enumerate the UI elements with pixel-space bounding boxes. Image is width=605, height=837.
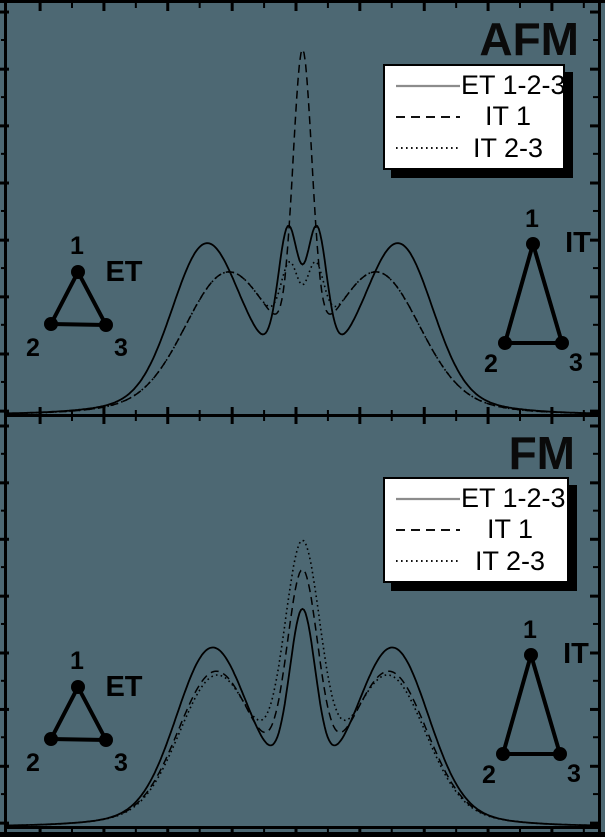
node-label-1: 1 [70, 232, 84, 260]
legend-entry-et123: ET 1-2-3 [395, 70, 566, 101]
legend-label: IT 1 [484, 101, 532, 132]
node-label-3: 3 [114, 334, 128, 362]
legend-line-dotted-icon [396, 560, 460, 563]
curves-afm [7, 47, 598, 414]
diagram-label-et: ET [105, 671, 142, 703]
legend-line-dashed-icon [396, 115, 460, 118]
legend-afm: ET 1-2-3 IT 1 IT 2-3 [383, 64, 566, 170]
node-label-2: 2 [482, 761, 496, 788]
legend-entry-it1: IT 1 [395, 101, 555, 132]
node-label-3: 3 [114, 749, 128, 777]
legend-label: IT 2-3 [474, 545, 546, 576]
legend-entry-it23: IT 2-3 [395, 133, 555, 164]
legend-label: IT 1 [486, 514, 534, 545]
curve-afm-et123 [7, 224, 598, 414]
curves-fm [7, 539, 598, 826]
node-label-1: 1 [523, 616, 537, 644]
diagram-label-it: IT [565, 227, 591, 259]
node-label-3: 3 [567, 760, 581, 788]
node-label-2: 2 [26, 334, 40, 362]
legend-entry-it23: IT 2-3 [395, 546, 559, 577]
legend-entry-it1: IT 1 [395, 514, 559, 545]
diagram-label-et: ET [105, 256, 142, 288]
legend-label: ET 1-2-3 [461, 70, 566, 101]
legend-label: IT 2-3 [472, 132, 544, 163]
diagram-et-fm: 1 2 3 ET [26, 647, 143, 777]
node-label-1: 1 [70, 647, 84, 675]
legend-label: ET 1-2-3 [461, 483, 566, 514]
diagram-it-fm: 1 2 3 IT [482, 616, 589, 788]
legend-line-solid-icon [396, 84, 460, 87]
legend-entry-et123: ET 1-2-3 [395, 483, 566, 514]
node-label-3: 3 [569, 349, 583, 377]
legend-line-dashed-icon [396, 528, 460, 531]
diagram-et-afm: 1 2 3 ET [26, 232, 143, 362]
node-label-1: 1 [525, 205, 539, 233]
curve-afm-it1 [7, 47, 598, 414]
node-label-2: 2 [26, 749, 40, 777]
legend-line-dotted-icon [396, 147, 460, 150]
panel-title-fm: FM [508, 427, 575, 479]
diagram-label-it: IT [563, 638, 589, 670]
diagram-it-afm: 1 2 3 IT [484, 205, 591, 377]
node-label-2: 2 [484, 350, 498, 377]
panel-title-afm: AFM [479, 13, 579, 65]
legend-fm: ET 1-2-3 IT 1 IT 2-3 [383, 477, 569, 583]
curve-fm-et123 [7, 607, 598, 826]
legend-line-solid-icon [396, 497, 460, 500]
